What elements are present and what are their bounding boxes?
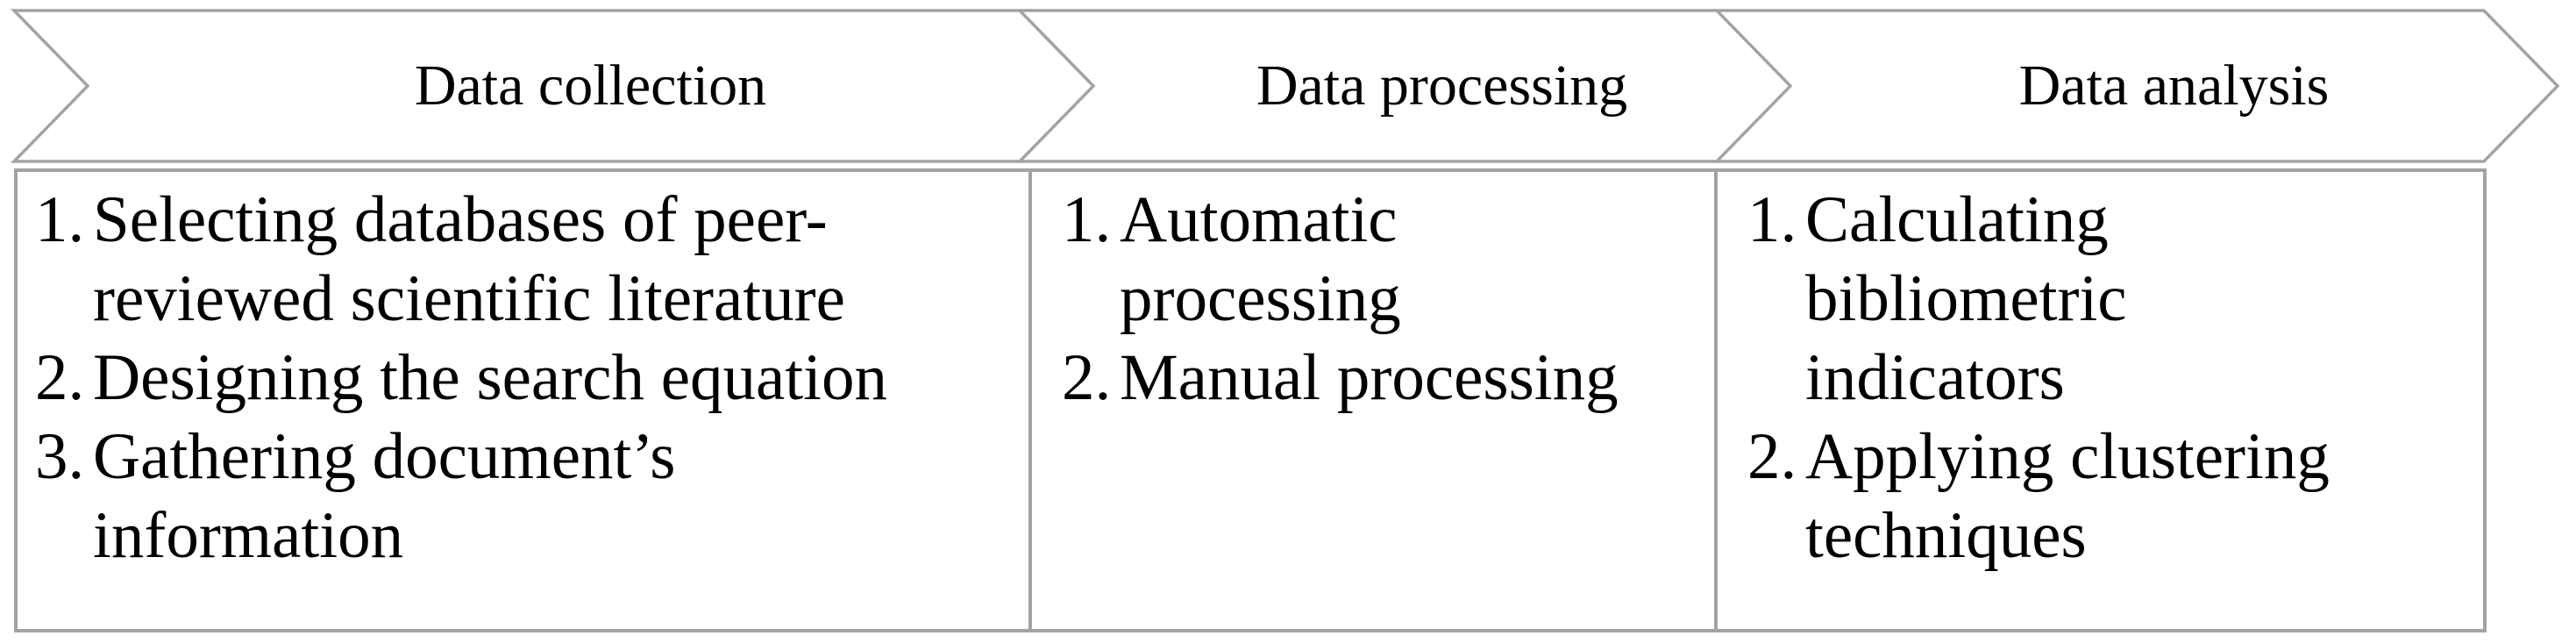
list-marker: 3. — [35, 420, 85, 493]
list-marker: 1. — [1747, 183, 1797, 256]
chevron-arrow-outline-icon — [10, 9, 2560, 163]
step-text: Automatic processing — [1120, 183, 1401, 335]
step-text: Gathering document’s information — [93, 420, 676, 572]
list-marker: 1. — [1062, 183, 1112, 256]
list-marker: 2. — [35, 341, 85, 414]
stage-header-data-analysis: Data analysis — [2018, 54, 2330, 118]
list-item: 2. Applying clustering techniques — [1747, 418, 2483, 575]
list-item: 2. Designing the search equation — [35, 339, 1028, 418]
stage-header-data-collection: Data collection — [414, 54, 767, 118]
column-data-analysis: 1. Calculating bibliometric indicators 2… — [1718, 172, 2483, 629]
step-text: Selecting databases of peer- reviewed sc… — [93, 183, 845, 335]
step-text: Applying clustering techniques — [1805, 420, 2330, 572]
list-marker: 2. — [1747, 420, 1797, 493]
list-item: 1. Selecting databases of peer- reviewed… — [35, 181, 1028, 339]
steps-table: 1. Selecting databases of peer- reviewed… — [14, 168, 2487, 632]
list-item: 1. Automatic processing — [1062, 181, 1714, 339]
chevron-divider-2-icon — [1715, 9, 1793, 163]
list-item: 3. Gathering document’s information — [35, 418, 1028, 575]
column-data-processing: 1. Automatic processing 2. Manual proces… — [1032, 172, 1718, 629]
list-item: 1. Calculating bibliometric indicators — [1747, 181, 2483, 418]
step-text: Manual processing — [1120, 341, 1619, 414]
chevron-divider-1-icon — [1018, 9, 1096, 163]
stage-header-data-processing: Data processing — [1256, 54, 1628, 118]
list-marker: 1. — [35, 183, 85, 256]
list-marker: 2. — [1062, 341, 1112, 414]
step-text: Calculating bibliometric indicators — [1805, 183, 2127, 414]
step-text: Designing the search equation — [93, 341, 887, 414]
list-item: 2. Manual processing — [1062, 339, 1714, 418]
column-data-collection: 1. Selecting databases of peer- reviewed… — [18, 172, 1032, 629]
